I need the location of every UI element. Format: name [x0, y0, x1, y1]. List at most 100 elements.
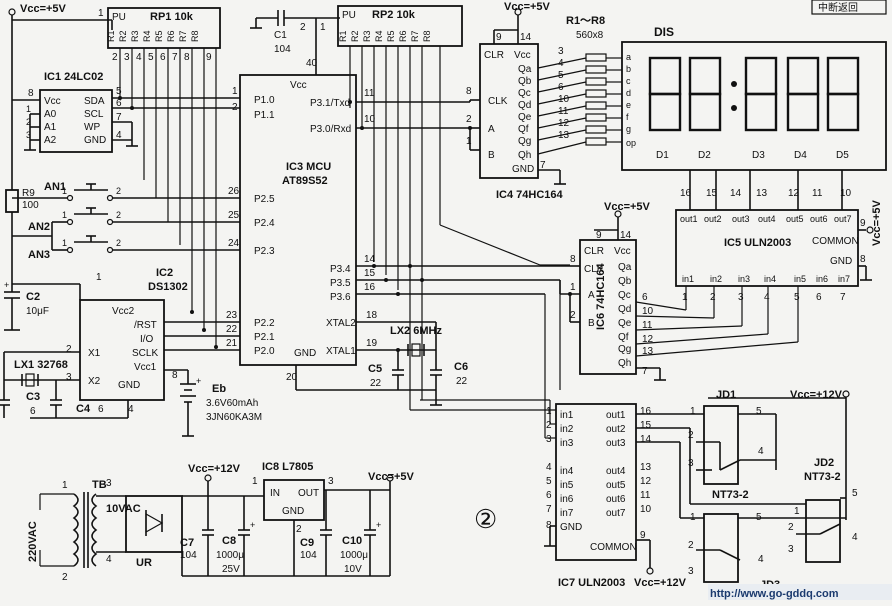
svg-text:4: 4 — [764, 292, 770, 303]
svg-text:8: 8 — [172, 370, 178, 381]
svg-text:14: 14 — [620, 230, 632, 241]
svg-text:13: 13 — [640, 462, 652, 473]
svg-text:Vcc: Vcc — [44, 96, 61, 107]
seven-segment-display: DIS a b c d e f g op — [621, 25, 887, 210]
svg-text:P2.2: P2.2 — [254, 318, 275, 329]
svg-text:in2: in2 — [710, 274, 722, 284]
svg-text:out3: out3 — [732, 214, 750, 224]
svg-text:6: 6 — [30, 406, 36, 417]
svg-text:RP1 10k: RP1 10k — [150, 11, 194, 23]
svg-text:R1: R1 — [338, 30, 348, 42]
svg-text:P2.1: P2.1 — [254, 332, 275, 343]
svg-text:1000μ: 1000μ — [216, 550, 244, 561]
svg-text:R9: R9 — [22, 188, 35, 199]
digit-2 — [688, 56, 722, 132]
svg-text:5: 5 — [794, 292, 800, 303]
rp1-pin-labels: R1 R2 R3 R4 R5 R6 R7 R8 — [106, 30, 200, 42]
svg-text:IC2: IC2 — [156, 267, 173, 279]
button-an2[interactable]: AN2 1 2 — [28, 207, 240, 233]
svg-text:2: 2 — [546, 420, 552, 431]
svg-text:3: 3 — [66, 372, 72, 383]
svg-text:IC3 MCU: IC3 MCU — [286, 161, 331, 173]
svg-text:C5: C5 — [368, 363, 382, 375]
button-an1[interactable]: AN1 1 2 — [12, 181, 240, 202]
c5-capacitor: C5 22 — [368, 363, 404, 390]
svg-text:2: 2 — [26, 117, 31, 127]
svg-text:Vcc=+5V: Vcc=+5V — [604, 201, 651, 213]
svg-text:DS1302: DS1302 — [148, 281, 188, 293]
svg-text:4: 4 — [116, 130, 122, 141]
svg-text:Qb: Qb — [618, 276, 632, 287]
svg-text:22: 22 — [456, 376, 468, 387]
svg-text:in6: in6 — [560, 494, 574, 505]
svg-text:12: 12 — [640, 476, 652, 487]
svg-text:7: 7 — [642, 366, 648, 377]
svg-text:CLK: CLK — [584, 264, 604, 275]
svg-text:IC6 74HC164: IC6 74HC164 — [595, 262, 607, 330]
svg-text:2: 2 — [466, 114, 472, 125]
svg-text:13: 13 — [558, 130, 570, 141]
svg-text:560x8: 560x8 — [576, 30, 604, 41]
svg-text:R6: R6 — [398, 30, 408, 42]
svg-text:d: d — [626, 88, 631, 98]
svg-text:4: 4 — [546, 462, 552, 473]
svg-text:12: 12 — [642, 334, 654, 345]
svg-text:1000μ: 1000μ — [340, 550, 368, 561]
svg-text:IC7 ULN2003: IC7 ULN2003 — [558, 577, 625, 589]
svg-text:GND: GND — [294, 348, 316, 359]
rp2-resistor-pack: PU RP2 10k R1 R2 R3 R4 R5 R6 R7 R8 — [337, 5, 570, 290]
svg-text:A: A — [588, 290, 595, 301]
svg-text:A1: A1 — [44, 122, 57, 133]
digit-1 — [648, 56, 682, 132]
svg-text:C10: C10 — [342, 535, 362, 547]
svg-text:1: 1 — [690, 406, 696, 417]
relay-jd1: Vcc=+12V JD1 1 5 2 4 3 NT73-2 — [636, 389, 850, 520]
svg-text:A: A — [488, 124, 495, 135]
svg-text:104: 104 — [300, 550, 317, 561]
watermark: http://www.go-gddq.com — [708, 584, 892, 600]
ic1-eeprom: IC1 24LC02 Vcc A0 A1 A2 SDA SCL WP GND 8… — [12, 71, 240, 153]
svg-text:Qc: Qc — [618, 290, 631, 301]
ic8-regulator: IC8 L7805 IN OUT GND 1 3 2 — [252, 461, 390, 576]
svg-text:OUT: OUT — [298, 488, 319, 499]
svg-text:R7: R7 — [178, 30, 188, 42]
svg-text:16: 16 — [364, 282, 376, 293]
button-an3[interactable]: AN3 1 2 — [12, 222, 240, 261]
svg-text:②: ② — [474, 504, 497, 534]
svg-text:3: 3 — [688, 566, 694, 577]
svg-text:P3.6: P3.6 — [330, 292, 351, 303]
svg-text:AN3: AN3 — [28, 249, 50, 261]
svg-text:Vcc2: Vcc2 — [112, 306, 135, 317]
svg-text:6: 6 — [816, 292, 822, 303]
svg-text:B: B — [588, 318, 595, 329]
svg-text:2: 2 — [116, 210, 121, 220]
svg-text:D1: D1 — [656, 150, 669, 161]
svg-text:e: e — [626, 100, 631, 110]
ic2-rtc: IC2 DS1302 Vcc2 /RST I/O SCLK Vcc1 X1 X2… — [30, 267, 240, 419]
svg-text:7: 7 — [840, 292, 846, 303]
svg-text:IC5 ULN2003: IC5 ULN2003 — [724, 237, 791, 249]
svg-text:8: 8 — [184, 52, 190, 63]
svg-text:P3.4: P3.4 — [330, 264, 351, 275]
svg-text:D5: D5 — [836, 150, 849, 161]
svg-text:Vcc=+5V: Vcc=+5V — [20, 3, 67, 15]
svg-text:14: 14 — [640, 434, 652, 445]
svg-text:R6: R6 — [166, 30, 176, 42]
svg-text:4: 4 — [136, 52, 142, 63]
c2-capacitor: + C2 10μF 1 — [4, 256, 102, 331]
svg-text:A2: A2 — [44, 135, 57, 146]
svg-text:18: 18 — [366, 310, 378, 321]
svg-text:Qa: Qa — [618, 262, 632, 273]
svg-text:2: 2 — [300, 22, 306, 33]
psu-vcc5: Vcc=+5V — [368, 471, 415, 490]
svg-text:GND: GND — [84, 135, 106, 146]
svg-text:8: 8 — [28, 88, 34, 99]
svg-text:Qc: Qc — [518, 88, 531, 99]
svg-text:P1.0: P1.0 — [254, 95, 275, 106]
svg-text:10μF: 10μF — [26, 306, 49, 317]
svg-text:4: 4 — [758, 446, 764, 457]
svg-text:XTAL2: XTAL2 — [326, 318, 356, 329]
svg-text:+: + — [250, 520, 255, 530]
svg-text:7: 7 — [540, 160, 546, 171]
